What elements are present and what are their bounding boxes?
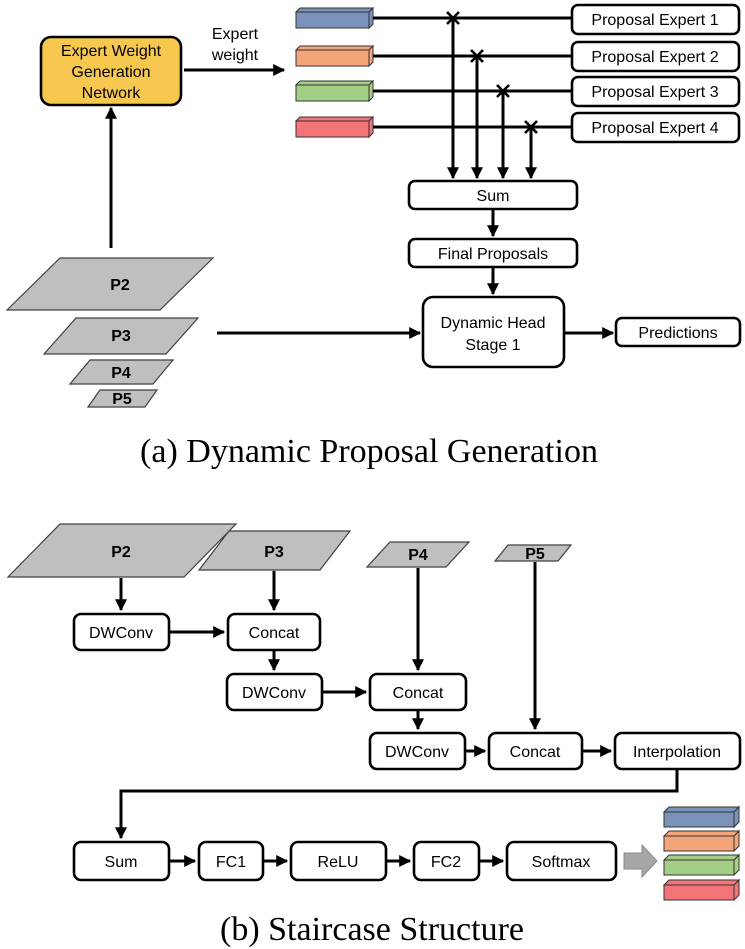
dwconv-label-3: DWConv [385,744,449,761]
section-b-staircase-structure: P2 P3 P4 P5 DWConv Concat DWCo [6,523,742,948]
concat-node-2: Concat [368,672,468,712]
proposal-expert-3-node: Proposal Expert 3 [570,75,741,108]
level-label-p3-a: P3 [111,328,131,345]
multiply-icon [470,49,484,63]
interpolation-label: Interpolation [633,744,721,761]
expert-weight-label-line-1: Expert [212,26,259,43]
sum-node-b: Sum [72,840,171,882]
expert-weight-generation-network-node: Expert Weight Generation Network [39,35,183,107]
multiply-icon [446,11,460,25]
level-label-p5-a: P5 [112,391,132,408]
ewg-label-line-2: Generation [71,64,150,81]
output-weight-green [662,853,741,877]
expert-tensor-orange [294,44,375,68]
dwconv-node-1: DWConv [72,612,171,652]
feature-level-p4-a: P4 [68,359,175,385]
interpolation-node: Interpolation [613,731,742,771]
feature-level-p3-a: P3 [42,317,200,355]
concat-node-3: Concat [487,731,584,771]
dynamic-head-label-line-1: Dynamic Head [441,315,546,332]
feature-level-p2-a: P2 [5,257,215,311]
dynamic-head-stage-1-node: Dynamic Head Stage 1 [421,295,566,369]
level-label-p4-a: P4 [111,365,131,382]
expert-tensor-blue [294,6,375,30]
proposal-expert-1-node: Proposal Expert 1 [570,3,741,36]
multiply-icon [496,84,510,98]
relu-label: ReLU [318,854,359,871]
edge-interpolation-to-sum [115,769,679,840]
feature-level-p4-b: P4 [365,541,471,568]
concat-label-1: Concat [249,625,300,642]
proposal-expert-3-label: Proposal Expert 3 [591,84,718,101]
output-weight-orange [662,829,741,853]
final-proposals-label: Final Proposals [438,246,548,263]
final-proposals-node: Final Proposals [407,237,579,269]
feature-level-p3-b: P3 [197,530,352,571]
predictions-node: Predictions [614,316,742,348]
sum-label-a: Sum [477,188,510,205]
expert-weight-label-line-2: weight [211,47,259,64]
fc2-node: FC2 [412,840,481,882]
concat-label-3: Concat [510,744,561,761]
level-label-p2-b: P2 [111,544,131,561]
multiply-icon [524,120,538,134]
output-weight-blue [662,805,741,829]
concat-node-1: Concat [226,612,322,652]
sum-label-b: Sum [105,854,138,871]
ewg-label-line-1: Expert Weight [61,43,162,60]
feature-level-p5-b: P5 [493,544,573,563]
level-label-p2-a: P2 [110,277,130,294]
proposal-expert-4-node: Proposal Expert 4 [570,111,741,144]
output-arrow-icon [623,843,658,879]
level-label-p3-b: P3 [264,544,284,561]
ewg-label-line-3: Network [82,85,142,102]
dynamic-head-label-line-2: Stage 1 [465,337,520,354]
caption-a: (a) Dynamic Proposal Generation [140,433,598,470]
dwconv-label-2: DWConv [242,685,306,702]
dwconv-label-1: DWConv [89,625,153,642]
dwconv-node-2: DWConv [225,672,324,712]
fc2-label: FC2 [431,854,461,871]
dwconv-node-3: DWConv [368,731,467,771]
fc1-label: FC1 [216,854,246,871]
predictions-label: Predictions [638,325,717,342]
output-weight-red [662,878,741,902]
section-a-dynamic-proposal-generation: Expert Weight Generation Network Expert … [5,3,742,470]
softmax-node: Softmax [505,840,618,882]
softmax-label: Softmax [532,854,591,871]
level-label-p4-b: P4 [408,547,428,564]
feature-level-p2-b: P2 [6,523,238,578]
proposal-expert-2-node: Proposal Expert 2 [570,40,741,73]
fc1-node: FC1 [197,840,265,882]
relu-node: ReLU [289,840,388,882]
level-label-p5-b: P5 [525,546,545,563]
expert-tensor-red [294,115,375,139]
proposal-expert-4-label: Proposal Expert 4 [591,120,718,137]
expert-tensor-green [294,79,375,103]
proposal-expert-2-label: Proposal Expert 2 [591,49,718,66]
caption-b: (b) Staircase Structure [220,911,524,948]
sum-node-a: Sum [407,179,579,211]
feature-level-p5-a: P5 [86,389,159,408]
concat-label-2: Concat [393,685,444,702]
proposal-expert-1-label: Proposal Expert 1 [591,12,718,29]
